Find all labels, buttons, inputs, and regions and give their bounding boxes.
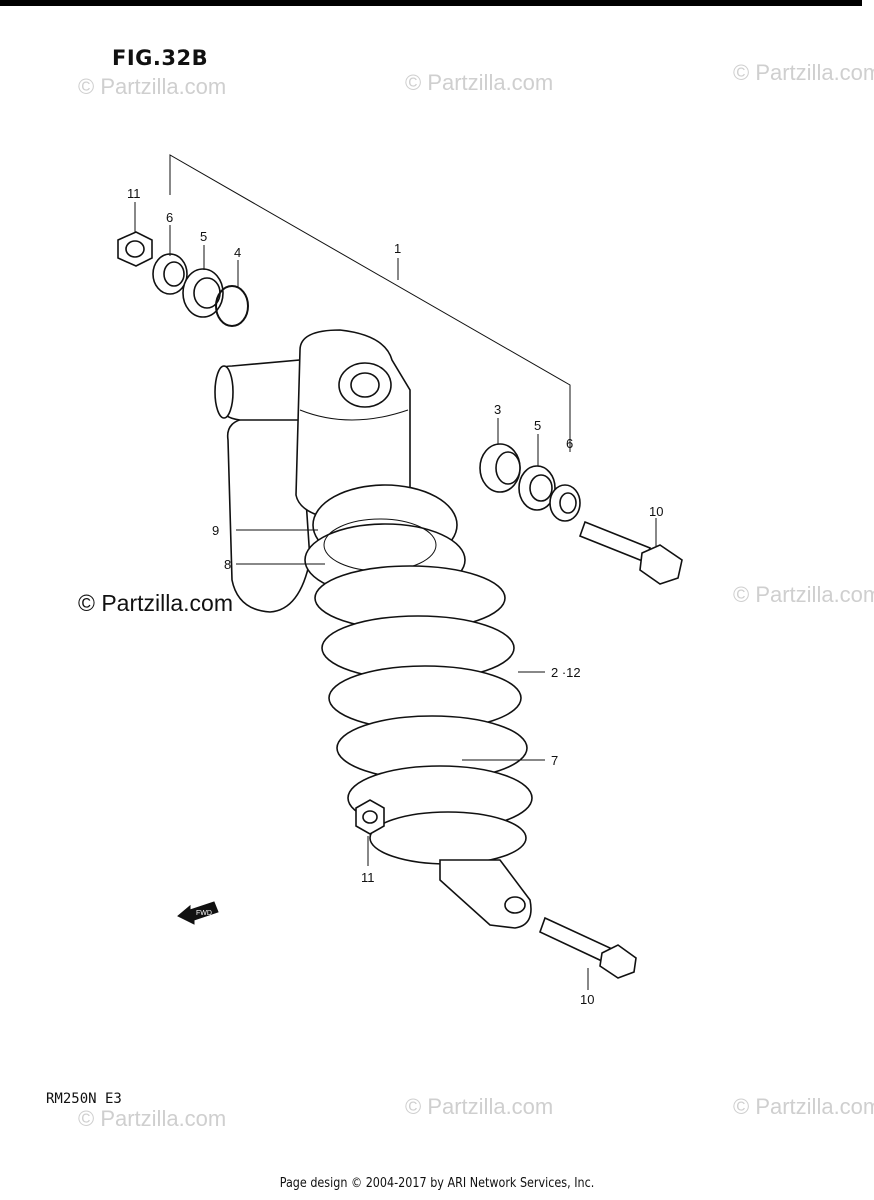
- callout-7: 7: [551, 753, 558, 768]
- watermark-top-right: © Partzilla.com: [733, 60, 874, 85]
- callout-3: 3: [494, 402, 501, 417]
- leader-lines: [134, 154, 657, 990]
- upper-left-hardware: [117, 231, 249, 327]
- callout-10-upper: 10: [649, 504, 663, 519]
- watermark-mid-right: © Partzilla.com: [733, 582, 874, 607]
- page-footer: Page design © 2004-2017 by ARI Network S…: [279, 1176, 595, 1191]
- watermark-top-center: © Partzilla.com: [405, 70, 554, 95]
- top-border-rule: [0, 0, 862, 6]
- callout-9: 9: [212, 523, 219, 538]
- shock-lower-clevis: [439, 859, 532, 929]
- callout-8: 8: [224, 557, 231, 572]
- callout-6-left: 6: [166, 210, 173, 225]
- callout-11-lower: 11: [361, 870, 375, 885]
- upper-right-hardware: [479, 443, 581, 522]
- callout-1: 1: [394, 241, 401, 256]
- callout-6-right: 6: [566, 436, 573, 451]
- coil-spring: [314, 565, 533, 865]
- fwd-label: FWD: [196, 910, 212, 917]
- callout-5-left: 5: [200, 229, 207, 244]
- callout-5-right: 5: [534, 418, 541, 433]
- callout-2-12: 2 ·12: [551, 665, 581, 680]
- lower-mount-bolt: [539, 916, 637, 979]
- upper-mount-bolt: [578, 520, 683, 585]
- watermark-bottom-left: © Partzilla.com: [78, 1106, 227, 1131]
- watermark-main: © Partzilla.com: [78, 590, 233, 616]
- lower-mount-nut: [355, 799, 385, 835]
- model-code: RM250N E3: [46, 1091, 122, 1107]
- callout-4: 4: [234, 245, 241, 260]
- callout-10-lower: 10: [580, 992, 594, 1007]
- callout-11-upper: 11: [127, 186, 141, 201]
- watermark-bottom-center: © Partzilla.com: [405, 1094, 554, 1119]
- figure-title: FIG.32B: [112, 46, 209, 70]
- shock-upper-body: [295, 329, 411, 521]
- shock-reservoir: [214, 359, 311, 613]
- forward-direction-arrow-icon: FWD: [177, 901, 219, 925]
- watermark-top-left: © Partzilla.com: [78, 74, 227, 99]
- watermark-bottom-right: © Partzilla.com: [733, 1094, 874, 1119]
